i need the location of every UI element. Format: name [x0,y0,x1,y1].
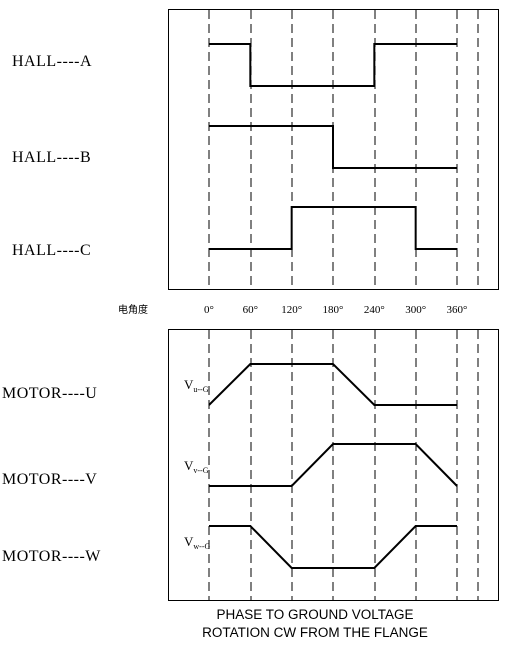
caption-line-2: ROTATION CW FROM THE FLANGE [202,625,428,640]
voltage-label-v-sub: v--G [193,466,208,475]
motor-v-label: MOTOR----V [2,471,97,488]
phase-waveforms [208,363,458,569]
hall-waveforms [209,43,457,250]
voltage-label-w: Vw--G [184,534,210,551]
voltage-label-v: Vv--G [184,458,209,475]
phase-wave-u [208,363,457,406]
voltage-label-v-main: V [184,458,194,473]
angle-tick-4: 240° [364,304,385,316]
hall-b-label: HALL----B [12,149,91,166]
voltage-label-w-main: V [184,534,194,549]
voltage-label-u-main: V [184,377,194,392]
voltage-label-u: Vu--G [184,377,209,394]
hall-wave-b [209,125,457,169]
angle-tick-labels: 0° 60° 120° 180° 240° 300° 360° [204,304,467,316]
phase-wave-v [209,443,458,487]
voltage-label-u-sub: u--G [193,385,208,394]
phase-wave-w [209,525,457,569]
angle-tick-5: 300° [405,304,426,316]
angle-tick-1: 60° [243,304,258,316]
angle-tick-3: 180° [323,304,344,316]
motor-grid-lines [208,330,479,600]
angle-tick-2: 120° [281,304,302,316]
motor-panel-frame [168,329,499,601]
hall-c-label: HALL----C [12,242,91,259]
angle-axis-label: 电角度 [118,303,148,316]
caption-line-1: PHASE TO GROUND VOLTAGE [216,607,413,622]
angle-tick-0: 0° [204,304,214,316]
hall-a-label: HALL----A [12,53,92,70]
hall-wave-c [209,206,457,250]
motor-u-label: MOTOR----U [2,385,97,402]
hall-wave-a [209,43,457,87]
hall-panel-frame [168,9,499,290]
voltage-label-w-sub: w--G [193,542,210,551]
angle-tick-6: 360° [447,304,468,316]
motor-w-label: MOTOR----W [2,548,101,565]
